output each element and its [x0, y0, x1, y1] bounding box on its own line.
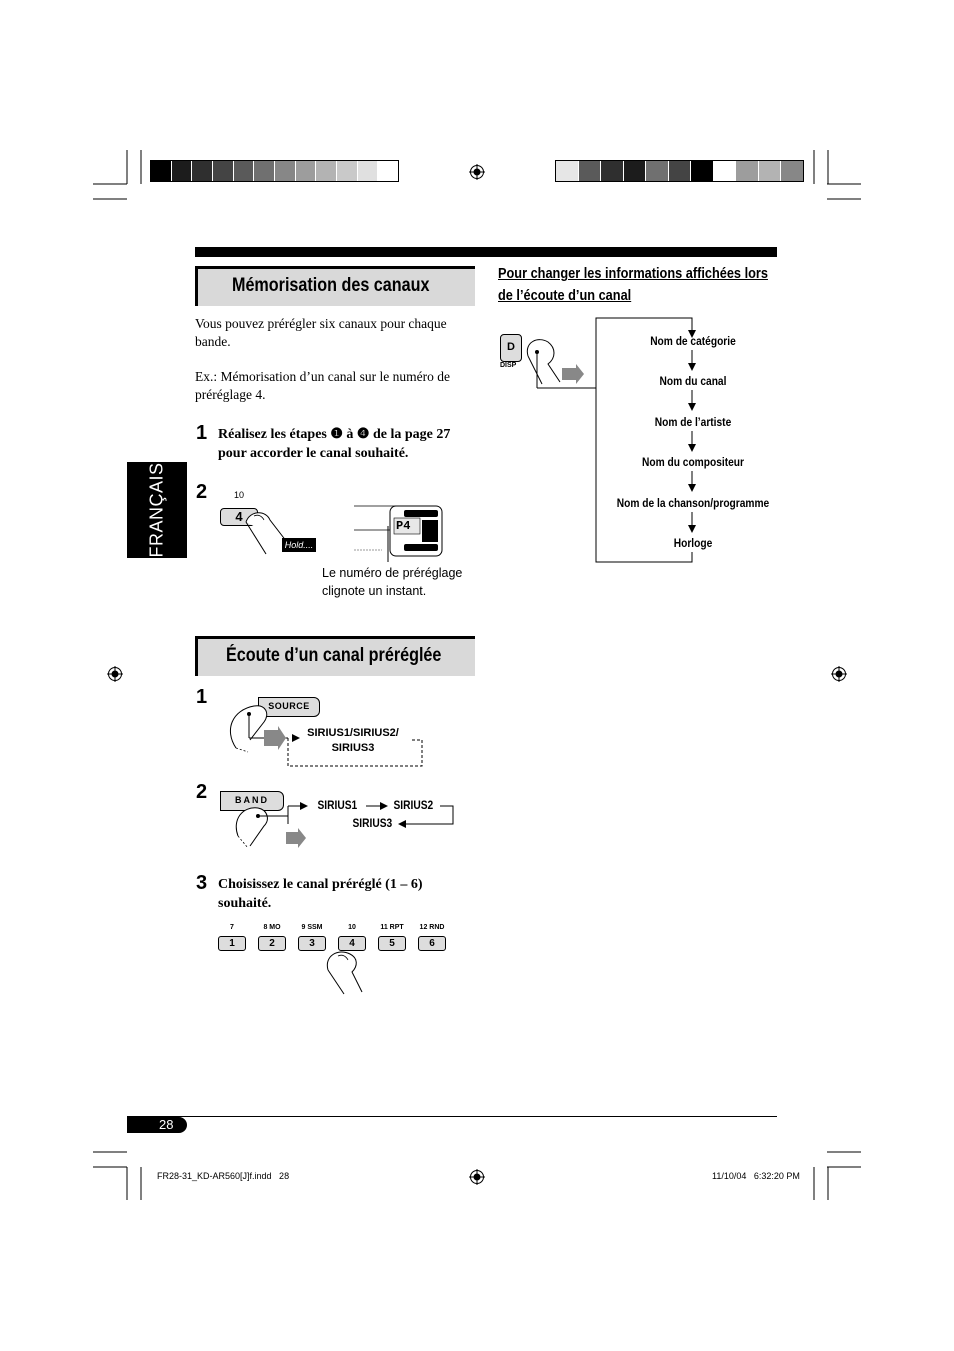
color-swatch — [378, 161, 399, 181]
step-text: Choisissez le canal préréglé (1 – 6) sou… — [218, 877, 423, 911]
flow-arrow-down-icon — [688, 471, 696, 493]
lcd-preset-readout: P4 — [396, 519, 411, 533]
step-number: 3 — [196, 872, 208, 894]
step-number: 2 — [196, 481, 208, 503]
disp-flow-item: Nom du compositeur — [641, 455, 744, 470]
color-swatch — [275, 161, 296, 181]
registration-mark-icon — [107, 666, 123, 682]
color-calibration-bar-right — [555, 160, 804, 182]
hold-badge: Hold.... — [282, 538, 316, 552]
disp-flow-item: Horloge — [673, 536, 713, 550]
band-flow-label-3: SIRIUS3 — [352, 816, 393, 830]
preset-button-1[interactable]: 1 — [218, 936, 246, 951]
preset-button-2[interactable]: 2 — [258, 936, 286, 951]
preset-button-3[interactable]: 3 — [298, 936, 326, 951]
preset-button-4[interactable]: 4 — [338, 936, 366, 951]
right-heading: Pour changer les informations affichées … — [498, 263, 788, 307]
flow-arrow-down-icon — [688, 511, 696, 533]
color-swatch — [758, 161, 782, 181]
disp-label: DISP — [500, 362, 517, 369]
color-swatch — [233, 161, 255, 181]
preset-secondary-label: 8 MO — [263, 924, 281, 931]
step-text: Réalisez les étapes ❶ à ❹ de la page 27 … — [218, 427, 451, 461]
language-tab: FRANÇAIS — [127, 462, 187, 558]
disp-button[interactable]: D — [500, 334, 522, 362]
band-button-label: BAND — [235, 795, 269, 805]
source-flow-label: SIRIUS1/SIRIUS2/ SIRIUS3 — [307, 727, 399, 754]
registration-mark-icon — [831, 666, 847, 682]
preset-secondary-label: 10 — [348, 924, 356, 931]
footer-rule — [127, 1116, 777, 1117]
color-swatch — [254, 161, 276, 181]
color-swatch — [357, 161, 379, 181]
step-number: 2 — [196, 781, 208, 803]
intro-paragraph: Vous pouvez prérégler six canaux pour ch… — [195, 316, 447, 349]
color-swatch — [151, 161, 172, 181]
color-swatch — [578, 161, 602, 181]
preset-secondary-label: 12 RND — [419, 924, 445, 931]
page-number-badge: 28 — [127, 1117, 187, 1133]
registration-mark-icon — [469, 164, 485, 180]
color-swatch — [192, 161, 214, 181]
disp-flow-item: Nom de la chanson/programme — [616, 495, 770, 510]
finger-press-icon — [245, 512, 291, 555]
language-tab-label: FRANÇAIS — [146, 462, 167, 558]
color-swatch — [337, 161, 358, 181]
color-swatch — [171, 161, 193, 181]
disp-flow-diagram — [526, 317, 696, 563]
color-swatch — [691, 161, 714, 181]
example-paragraph: Ex.: Mémorisation d’un canal sur le numé… — [195, 369, 450, 402]
color-swatch — [623, 161, 647, 181]
band-flow-label-1: SIRIUS1 — [317, 798, 358, 812]
color-swatch — [713, 161, 737, 181]
button-secondary-label: 10 — [234, 490, 245, 500]
section-title-memorisation: Mémorisation des canaux — [195, 266, 475, 306]
flow-arrow-down-icon — [688, 350, 696, 371]
preset-button-row: 7 1 8 MO 2 9 SSM 3 10 4 11 RPT 5 12 RND 6 — [218, 924, 458, 964]
color-calibration-bar-left — [150, 160, 399, 182]
source-flow-diagram — [229, 705, 423, 767]
flow-arrow-down-icon — [688, 430, 696, 452]
color-swatch — [601, 161, 624, 181]
disp-flow-item: Nom du canal — [659, 374, 727, 389]
preset-button-5[interactable]: 5 — [378, 936, 406, 951]
color-swatch — [556, 161, 579, 181]
band-flow-label-2: SIRIUS2 — [393, 798, 434, 812]
step-number: 1 — [196, 422, 208, 444]
page-number: 28 — [159, 1117, 174, 1132]
lcd-display-icon — [354, 505, 443, 562]
color-swatch — [316, 161, 338, 181]
finger-press-icon — [326, 951, 363, 995]
page-title: Mémorisation des canaux — [232, 275, 430, 296]
display-caption: Le numéro de préréglage clignote un inst… — [322, 566, 463, 598]
color-swatch — [295, 161, 317, 181]
color-swatch — [781, 161, 804, 181]
footer-file-name: FR28-31_KD-AR560[J]f.indd 28 — [157, 1171, 290, 1181]
disp-flow-item: Nom de l’artiste — [654, 414, 732, 429]
top-rule — [195, 247, 777, 257]
source-button-label: SOURCE — [268, 701, 310, 711]
preset-secondary-label: 11 RPT — [380, 924, 404, 931]
preset-secondary-label: 9 SSM — [301, 924, 323, 931]
color-swatch — [213, 161, 234, 181]
band-flow-diagram — [235, 802, 454, 849]
section-heading: Écoute d’un canal préréglée — [226, 645, 442, 666]
section-title-ecoute: Écoute d’un canal préréglée — [195, 636, 475, 676]
right-heading-text: Pour changer les informations affichées … — [498, 265, 768, 304]
preset-secondary-label: 7 — [230, 924, 234, 931]
disp-button-label: D — [507, 341, 515, 353]
flow-arrow-down-icon — [688, 390, 696, 412]
color-swatch — [736, 161, 759, 181]
preset-button-6[interactable]: 6 — [418, 936, 446, 951]
preset-button-label: 4 — [235, 509, 243, 524]
disp-flow-item: Nom de catégorie — [650, 334, 736, 348]
registration-mark-icon — [469, 1169, 485, 1185]
color-swatch — [668, 161, 692, 181]
step-number: 1 — [196, 686, 208, 708]
color-swatch — [646, 161, 669, 181]
hold-label: Hold.... — [284, 540, 314, 550]
footer-timestamp: 11/10/04 6:32:20 PM — [712, 1171, 800, 1181]
